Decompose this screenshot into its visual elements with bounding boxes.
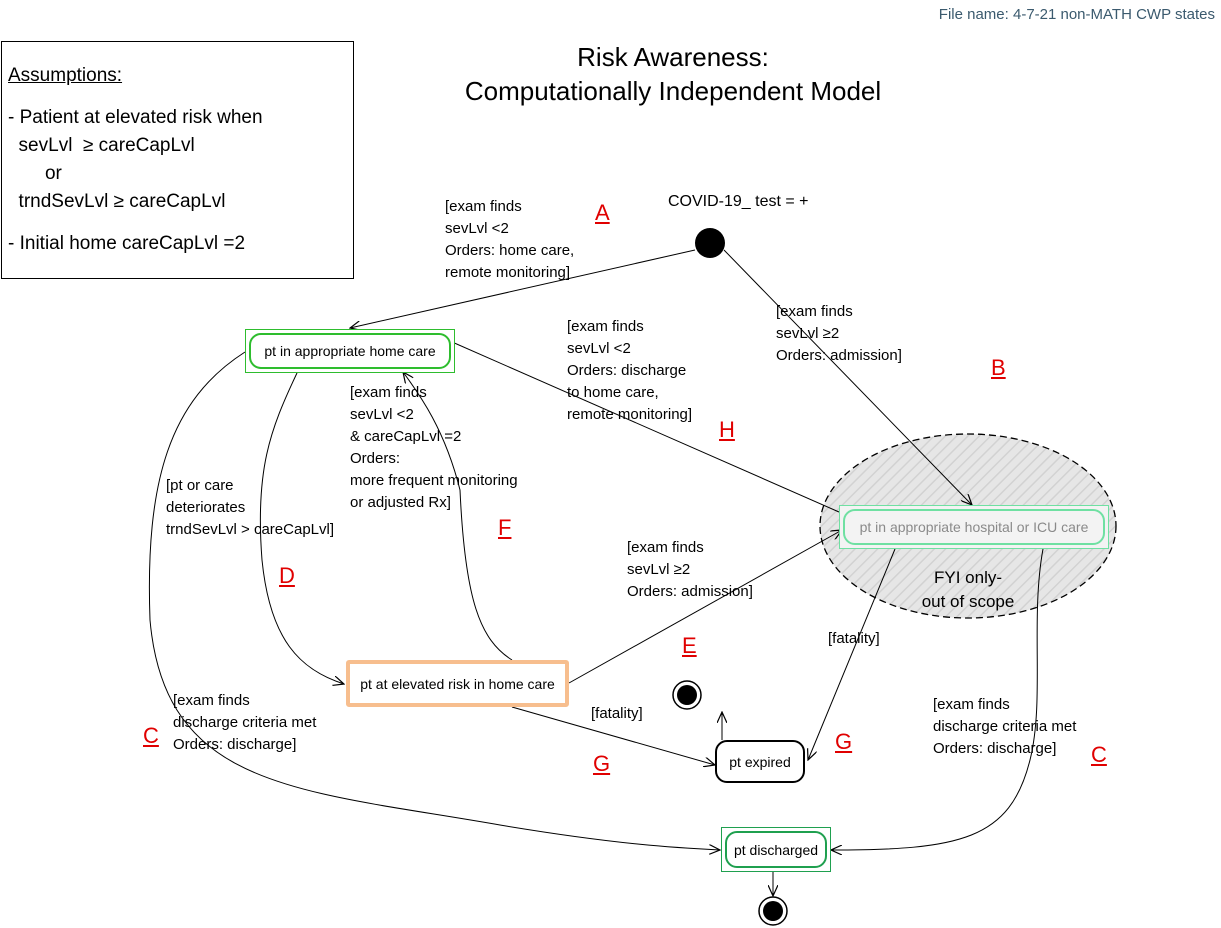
transition-c-right-label: [exam finds discharge criteria met Order… [933,696,1077,757]
letter-e: E [682,633,697,658]
transition-a-line [350,249,696,328]
transition-f-label: [exam finds sevLvl <2 & careCapLvl =2 Or… [350,384,518,511]
diagram-title: Risk Awareness: Computationally Independ… [400,40,946,108]
letter-a: A [595,200,610,225]
final-node-expired-core [677,685,697,705]
title-line-1: Risk Awareness: [577,42,769,72]
transition-h-line [443,338,840,513]
assumptions-heading: Assumptions: [8,65,123,86]
initial-label: COVID-19_ test = + [668,193,809,210]
letter-c-left: C [143,723,159,748]
state-expired: pt expired [715,740,805,783]
transition-c-left-label: [exam finds discharge criteria met Order… [173,692,317,753]
state-hospital: pt in appropriate hospital or ICU care [839,505,1109,549]
transition-b-label: [exam finds sevLvl ≥2 Orders: admission] [776,303,902,364]
transition-e-label: [exam finds sevLvl ≥2 Orders: admission] [627,539,753,600]
assumption-line: - Patient at elevated risk when [8,107,263,128]
assumption-gap [8,216,353,230]
letter-b: B [991,355,1006,380]
state-discharged: pt discharged [721,827,831,872]
transition-g-home-line [511,706,715,765]
transition-c-right-line [831,548,1044,850]
letter-h: H [719,417,735,442]
transition-e-line [568,530,842,684]
letter-f: F [498,515,512,540]
state-elevated-risk-label: pt at elevated risk in home care [360,675,555,692]
state-hospital-label: pt in appropriate hospital or ICU care [859,519,1089,535]
letter-g-left: G [593,751,611,776]
letter-c-right: C [1091,742,1107,767]
final-node-discharged-core [763,901,783,921]
transition-f-line [403,372,513,661]
transition-d-label: [pt or care deteriorates trndSevLvl > ca… [166,477,335,538]
transition-a-label: [exam finds sevLvl <2 Orders: home care,… [445,198,575,281]
title-line-2: Computationally Independent Model [464,76,882,106]
transition-fatality-hospital-label: [fatality] [828,630,880,647]
state-home-care-inner-border [249,333,451,369]
letter-g-right: G [835,729,853,754]
transition-g-hospital-line [808,548,896,760]
state-expired-label: pt expired [729,753,791,770]
transition-fatality-home-label: [fatality] [591,705,643,722]
initial-node [695,228,725,258]
transition-h-label: [exam finds sevLvl <2 Orders: discharge … [567,318,693,423]
state-hospital-inner-border [843,509,1105,545]
file-name: File name: 4-7-21 non-MATH CWP states [938,6,1215,23]
transition-b-line [723,249,972,505]
assumptions-box: Assumptions: - Patient at elevated risk … [1,41,354,279]
assumption-line: trndSevLvl ≥ careCapLvl [8,191,226,212]
transition-c-left-line [148,351,720,850]
transition-d-line [259,372,344,684]
state-elevated-risk: pt at elevated risk in home care [346,660,569,707]
assumption-line: or [8,163,62,184]
assumption-line: sevLvl ≥ careCapLvl [8,135,195,156]
state-discharged-inner-border [725,831,827,868]
fyi-line-1: FYI only- [933,568,1003,587]
assumption-line: - Initial home careCapLvl =2 [8,233,246,254]
state-home-care-label: pt in appropriate home care [264,343,436,359]
state-discharged-label: pt discharged [733,841,819,858]
state-home-care: pt in appropriate home care [245,329,455,373]
letter-d: D [279,563,295,588]
fyi-line-2: out of scope [921,592,1015,611]
fyi-note: FYI only- out of scope [921,566,1015,614]
